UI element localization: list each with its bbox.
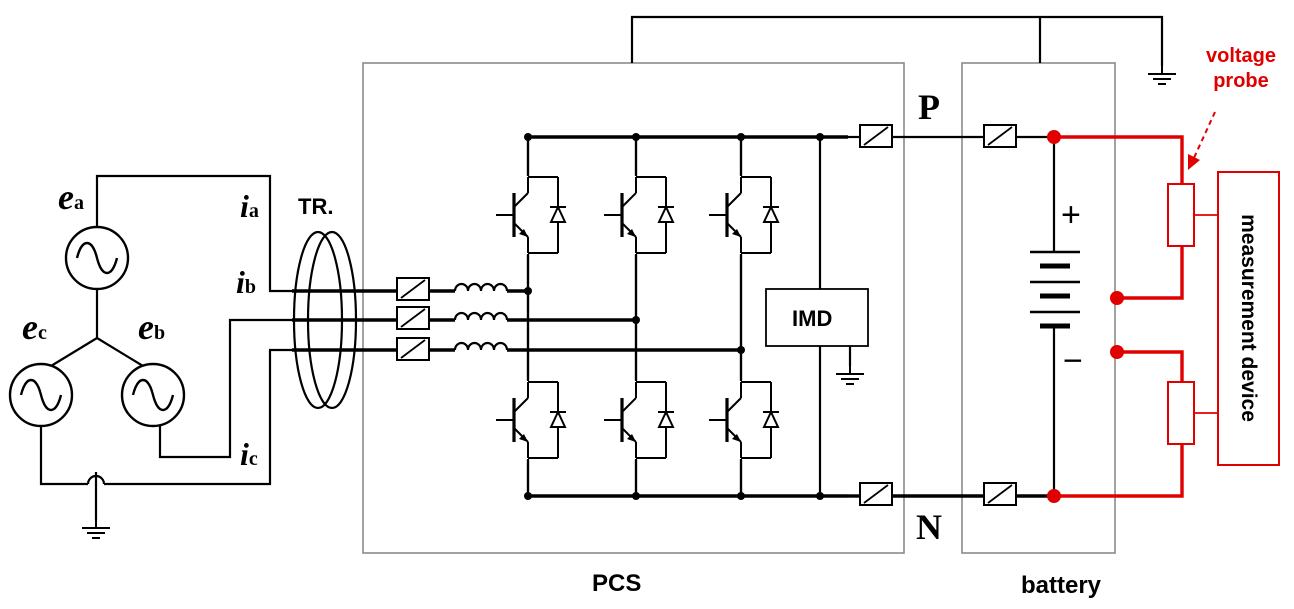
- chassis-ground-icon: [1147, 65, 1177, 85]
- ac-sensor-icon: [396, 337, 430, 361]
- imd-ground-icon: [835, 365, 865, 385]
- inductor-icon: [453, 311, 509, 322]
- source-b-label: eb: [138, 307, 166, 347]
- imd-block: [765, 288, 869, 385]
- junction-dots: [524, 133, 824, 500]
- source-c-label: ec: [22, 307, 47, 347]
- transformer-label: TR.: [298, 194, 334, 219]
- current-a-label: ia: [240, 188, 259, 224]
- pcs-label: PCS: [592, 570, 642, 597]
- source-a-icon: [64, 225, 130, 291]
- imd-label: IMD: [792, 306, 833, 331]
- inductor-icon: [453, 282, 509, 293]
- dc-sensor-icon: [859, 124, 893, 148]
- battery-box: [961, 62, 1116, 554]
- voltage-probe-label: voltage probe: [1205, 45, 1277, 92]
- measurement-device-label: measurement device: [1237, 214, 1260, 422]
- dc-lines: [848, 124, 1054, 506]
- current-c-label: ic: [240, 436, 258, 472]
- dc-sensor-icon: [983, 482, 1017, 506]
- battery-minus-label: −: [1063, 342, 1083, 380]
- ac-sensor-icon: [396, 306, 430, 330]
- battery-label: battery: [1021, 572, 1102, 599]
- p-bus-label: P: [918, 87, 940, 127]
- dc-sensor-icon: [859, 482, 893, 506]
- source-a-label: ea: [58, 177, 84, 217]
- inductor-icon: [453, 341, 509, 352]
- dc-sensor-icon: [983, 124, 1017, 148]
- source-b-icon: [120, 362, 186, 428]
- pcs-box: [362, 62, 905, 554]
- battery-plus-label: +: [1061, 196, 1081, 234]
- battery-cell-icon: [1030, 137, 1080, 496]
- transformer-icon: [292, 230, 360, 410]
- source-c-icon: [8, 362, 74, 428]
- chassis-ground: [630, 15, 1177, 85]
- current-b-label: ib: [236, 264, 257, 300]
- ac-input-lines: [360, 277, 741, 361]
- ac-sensor-icon: [396, 277, 430, 301]
- ac-source-group: [8, 174, 300, 539]
- n-bus-label: N: [916, 507, 942, 547]
- source-ground-icon: [81, 519, 111, 539]
- measurement-circuit: [1047, 111, 1280, 503]
